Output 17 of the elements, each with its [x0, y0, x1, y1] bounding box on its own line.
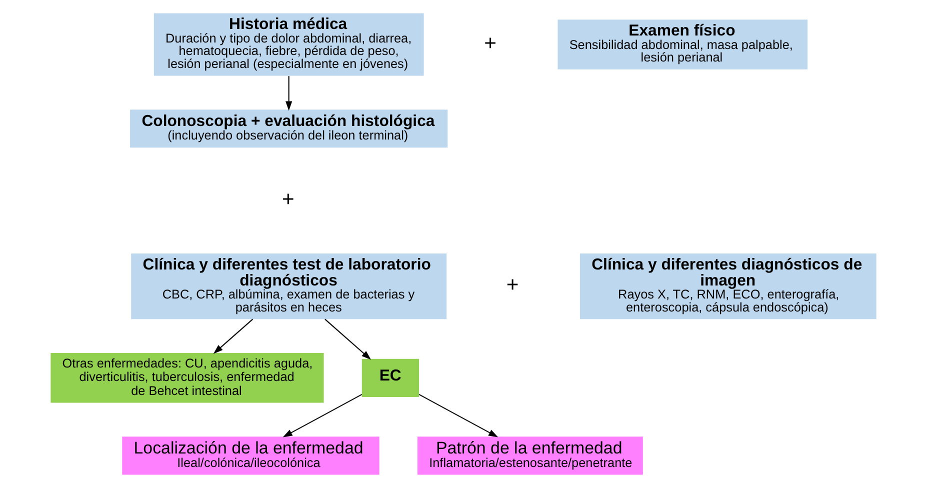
- arrow: [212, 318, 253, 354]
- node-box: EC: [361, 358, 419, 396]
- node-box: Historia médica Duración y tipo de dolor abdominal, diarrea, hematoquecia, fiebre, pérdida de peso, lesión perianal (especialmente en jóvenes): [153, 12, 424, 76]
- label: +: [506, 273, 518, 296]
- node-box: Clínica y diferentes test de laboratorio diagnósticos CBC, CRP, albúmina, examen de bacterias y parásitos en heces: [130, 253, 446, 319]
- arrow: [282, 394, 362, 437]
- label: +: [281, 187, 294, 210]
- arrow: [324, 318, 371, 360]
- label: +: [484, 31, 496, 54]
- arrow: [285, 76, 292, 110]
- node-box: Patrón de la enfermedad Inflamatoria/estenosante/penetrante: [416, 436, 642, 474]
- node-box: Localización de la enfermedad Ileal/colónica/ileocolónica: [122, 436, 379, 474]
- node-box: Colonoscopia + evaluación histológica (incluyendo observación del ileon terminal): [130, 109, 448, 148]
- node-box: Examen físico Sensibilidad abdominal, masa palpable, lesión perianal: [557, 19, 808, 69]
- arrow: [418, 394, 498, 437]
- node-box: Clínica y diferentes diagnósticos de imagen Rayos X, TC, RNM, ECO, enterografía, enteroscopia, cápsula endoscópica): [579, 253, 876, 319]
- node-box: Otras enfermedades: CU, apendicitis aguda, diverticulitis, tuberculosis, enfermedad de Behcet intestinal: [50, 352, 324, 402]
